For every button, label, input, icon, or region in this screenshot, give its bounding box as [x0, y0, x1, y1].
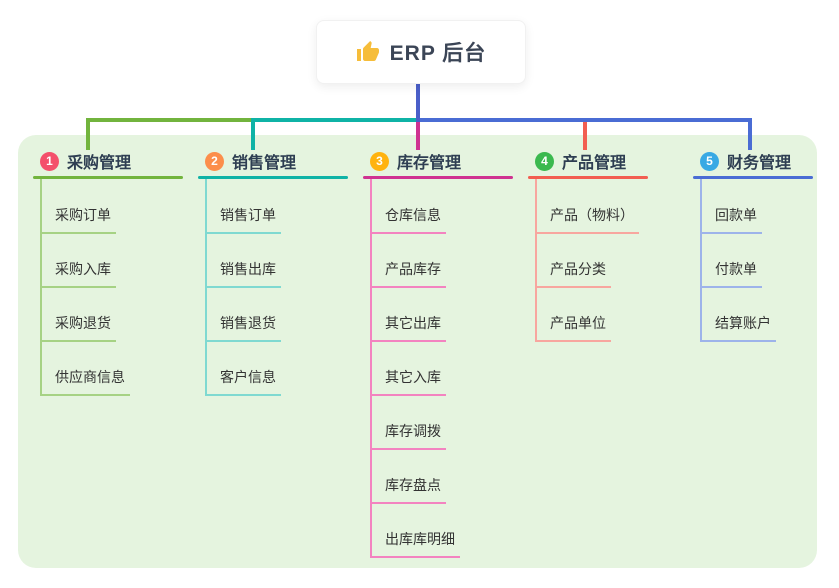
- child-node-label: 采购退货: [40, 313, 116, 342]
- root-node[interactable]: ERP 后台: [316, 20, 526, 84]
- branch-underline-2: [198, 176, 348, 179]
- connector-drop-3: [416, 118, 420, 150]
- mindmap-child-node[interactable]: 采购退货: [40, 313, 116, 342]
- thumbs-up-icon: [356, 41, 379, 61]
- child-node-label: 产品（物料）: [535, 205, 639, 234]
- child-node-label: 销售订单: [205, 205, 281, 234]
- child-node-label: 出库库明细: [370, 529, 460, 558]
- mindmap-child-node[interactable]: 销售出库: [205, 259, 281, 288]
- connector-branch2-h: [251, 118, 420, 122]
- branch-badge-3: 3: [370, 151, 389, 171]
- branch-badge-2: 2: [205, 151, 224, 171]
- branch-header-3[interactable]: 3 库存管理: [370, 150, 461, 172]
- branch-underline-3: [363, 176, 513, 179]
- mindmap-child-node[interactable]: 采购订单: [40, 205, 116, 234]
- mindmap-child-node[interactable]: 产品单位: [535, 313, 611, 342]
- mindmap-child-node[interactable]: 销售退货: [205, 313, 281, 342]
- child-node-label: 采购订单: [40, 205, 116, 234]
- mindmap-child-node[interactable]: 出库库明细: [370, 529, 460, 558]
- branch-title-5: 财务管理: [727, 155, 792, 172]
- branches-panel: [18, 135, 817, 568]
- branch-underline-5: [693, 176, 813, 179]
- mindmap-child-node[interactable]: 采购入库: [40, 259, 116, 288]
- mindmap-child-node[interactable]: 产品分类: [535, 259, 611, 288]
- branch-header-2[interactable]: 2 销售管理: [205, 150, 296, 172]
- child-node-label: 产品分类: [535, 259, 611, 288]
- child-node-label: 客户信息: [205, 367, 281, 396]
- branch-title-4: 产品管理: [562, 155, 627, 172]
- child-node-label: 结算账户: [700, 313, 776, 342]
- branch-header-1[interactable]: 1 采购管理: [40, 150, 131, 172]
- child-node-label: 其它出库: [370, 313, 446, 342]
- mindmap-child-node[interactable]: 其它入库: [370, 367, 446, 396]
- branch-badge-1: 1: [40, 151, 59, 171]
- branch-title-1: 采购管理: [67, 155, 132, 172]
- child-node-label: 库存调拨: [370, 421, 446, 450]
- mindmap-child-node[interactable]: 回款单: [700, 205, 762, 234]
- child-node-label: 销售退货: [205, 313, 281, 342]
- connector-branch5-h: [416, 118, 752, 122]
- connector-drop-1: [86, 118, 90, 150]
- branch-underline-4: [528, 176, 648, 179]
- branch-underline-1: [33, 176, 183, 179]
- mindmap-child-node[interactable]: 库存盘点: [370, 475, 446, 504]
- branch-header-5[interactable]: 5 财务管理: [700, 150, 791, 172]
- child-node-label: 产品单位: [535, 313, 611, 342]
- connector-drop-4: [583, 118, 587, 150]
- mindmap-child-node[interactable]: 库存调拨: [370, 421, 446, 450]
- branch-spine-3: [370, 179, 372, 557]
- branch-title-2: 销售管理: [232, 155, 297, 172]
- mindmap-child-node[interactable]: 产品（物料）: [535, 205, 639, 234]
- mindmap-child-node[interactable]: 结算账户: [700, 313, 776, 342]
- mindmap-child-node[interactable]: 客户信息: [205, 367, 281, 396]
- branch-spine-4: [535, 179, 537, 341]
- mindmap-child-node[interactable]: 销售订单: [205, 205, 281, 234]
- branch-badge-5: 5: [700, 151, 719, 171]
- child-node-label: 供应商信息: [40, 367, 130, 396]
- child-node-label: 付款单: [700, 259, 762, 288]
- branch-spine-5: [700, 179, 702, 341]
- child-node-label: 回款单: [700, 205, 762, 234]
- child-node-label: 其它入库: [370, 367, 446, 396]
- branch-badge-4: 4: [535, 151, 554, 171]
- branch-header-4[interactable]: 4 产品管理: [535, 150, 626, 172]
- root-title: ERP 后台: [389, 42, 487, 65]
- mindmap-child-node[interactable]: 供应商信息: [40, 367, 130, 396]
- child-node-label: 销售出库: [205, 259, 281, 288]
- child-node-label: 产品库存: [370, 259, 446, 288]
- connector-drop-5: [748, 118, 752, 150]
- connector-drop-2: [251, 118, 255, 150]
- mindmap-child-node[interactable]: 仓库信息: [370, 205, 446, 234]
- root-connector-line: [416, 82, 420, 122]
- mindmap-child-node[interactable]: 其它出库: [370, 313, 446, 342]
- mindmap-child-node[interactable]: 产品库存: [370, 259, 446, 288]
- connector-branch1-h: [86, 118, 255, 122]
- child-node-label: 仓库信息: [370, 205, 446, 234]
- child-node-label: 采购入库: [40, 259, 116, 288]
- child-node-label: 库存盘点: [370, 475, 446, 504]
- branch-title-3: 库存管理: [397, 155, 462, 172]
- mindmap-child-node[interactable]: 付款单: [700, 259, 762, 288]
